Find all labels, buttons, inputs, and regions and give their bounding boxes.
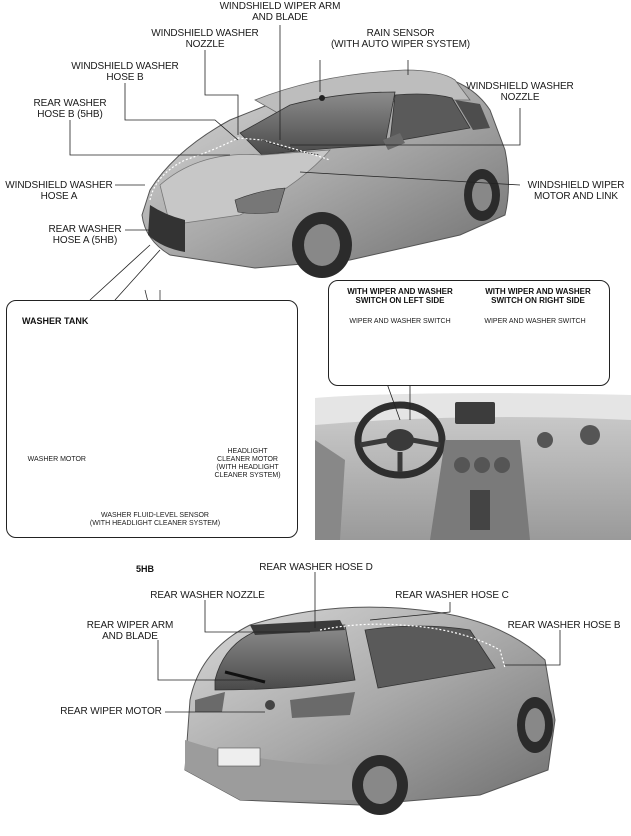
label-right-wiper-washer-switch: WIPER AND WASHER SWITCH (484, 318, 586, 325)
label-left-wiper-washer-switch: WIPER AND WASHER SWITCH (349, 318, 451, 325)
label-windshield-washer-nozzle-left: WINDSHIELD WASHER NOZZLE (151, 28, 259, 50)
label-windshield-washer-hose-a: WINDSHIELD WASHER HOSE A (5, 180, 113, 202)
top-leader-lines (69, 25, 521, 301)
label-headlight-cleaner-motor: HEADLIGHT CLEANER MOTOR (WITH HEADLIGHT … (214, 448, 281, 479)
label-rear-washer-hose-a-5hb: REAR WASHER HOSE A (5HB) (48, 224, 122, 246)
washer-tank-title: WASHER TANK (22, 316, 89, 326)
label-rear-washer-hose-b-5hb: REAR WASHER HOSE B (5HB) (33, 98, 107, 120)
label-rear-washer-hose-b: REAR WASHER HOSE B (507, 620, 621, 631)
switch-panel (328, 280, 610, 386)
front-car (141, 69, 509, 278)
label-rear-washer-hose-d: REAR WASHER HOSE D (259, 562, 373, 573)
switch-right-heading: WITH WIPER AND WASHER SWITCH ON RIGHT SI… (485, 287, 591, 305)
label-rain-sensor: RAIN SENSOR (WITH AUTO WIPER SYSTEM) (330, 28, 471, 50)
label-rear-wiper-motor: REAR WIPER MOTOR (60, 706, 162, 717)
rear-section-title: 5HB (136, 564, 155, 574)
label-rear-washer-hose-c: REAR WASHER HOSE C (395, 590, 509, 601)
switch-left-heading: WITH WIPER AND WASHER SWITCH ON LEFT SID… (347, 287, 453, 305)
label-windshield-wiper-motor-link: WINDSHIELD WIPER MOTOR AND LINK (527, 180, 625, 202)
rear-leader-lines (157, 572, 561, 713)
label-windshield-washer-nozzle-right: WINDSHIELD WASHER NOZZLE (466, 81, 574, 103)
label-rear-washer-nozzle: REAR WASHER NOZZLE (150, 590, 265, 601)
label-windshield-wiper-arm: WINDSHIELD WIPER ARM AND BLADE (219, 1, 341, 23)
label-windshield-washer-hose-b: WINDSHIELD WASHER HOSE B (71, 61, 179, 83)
rear-car (184, 606, 556, 815)
interior-dashboard (315, 393, 631, 540)
label-washer-motor: WASHER MOTOR (27, 456, 86, 463)
label-washer-fluid-level-sensor: WASHER FLUID-LEVEL SENSOR (WITH HEADLIGH… (89, 512, 221, 527)
label-rear-wiper-arm: REAR WIPER ARM AND BLADE (86, 620, 174, 642)
washer-tank-panel (6, 300, 298, 538)
